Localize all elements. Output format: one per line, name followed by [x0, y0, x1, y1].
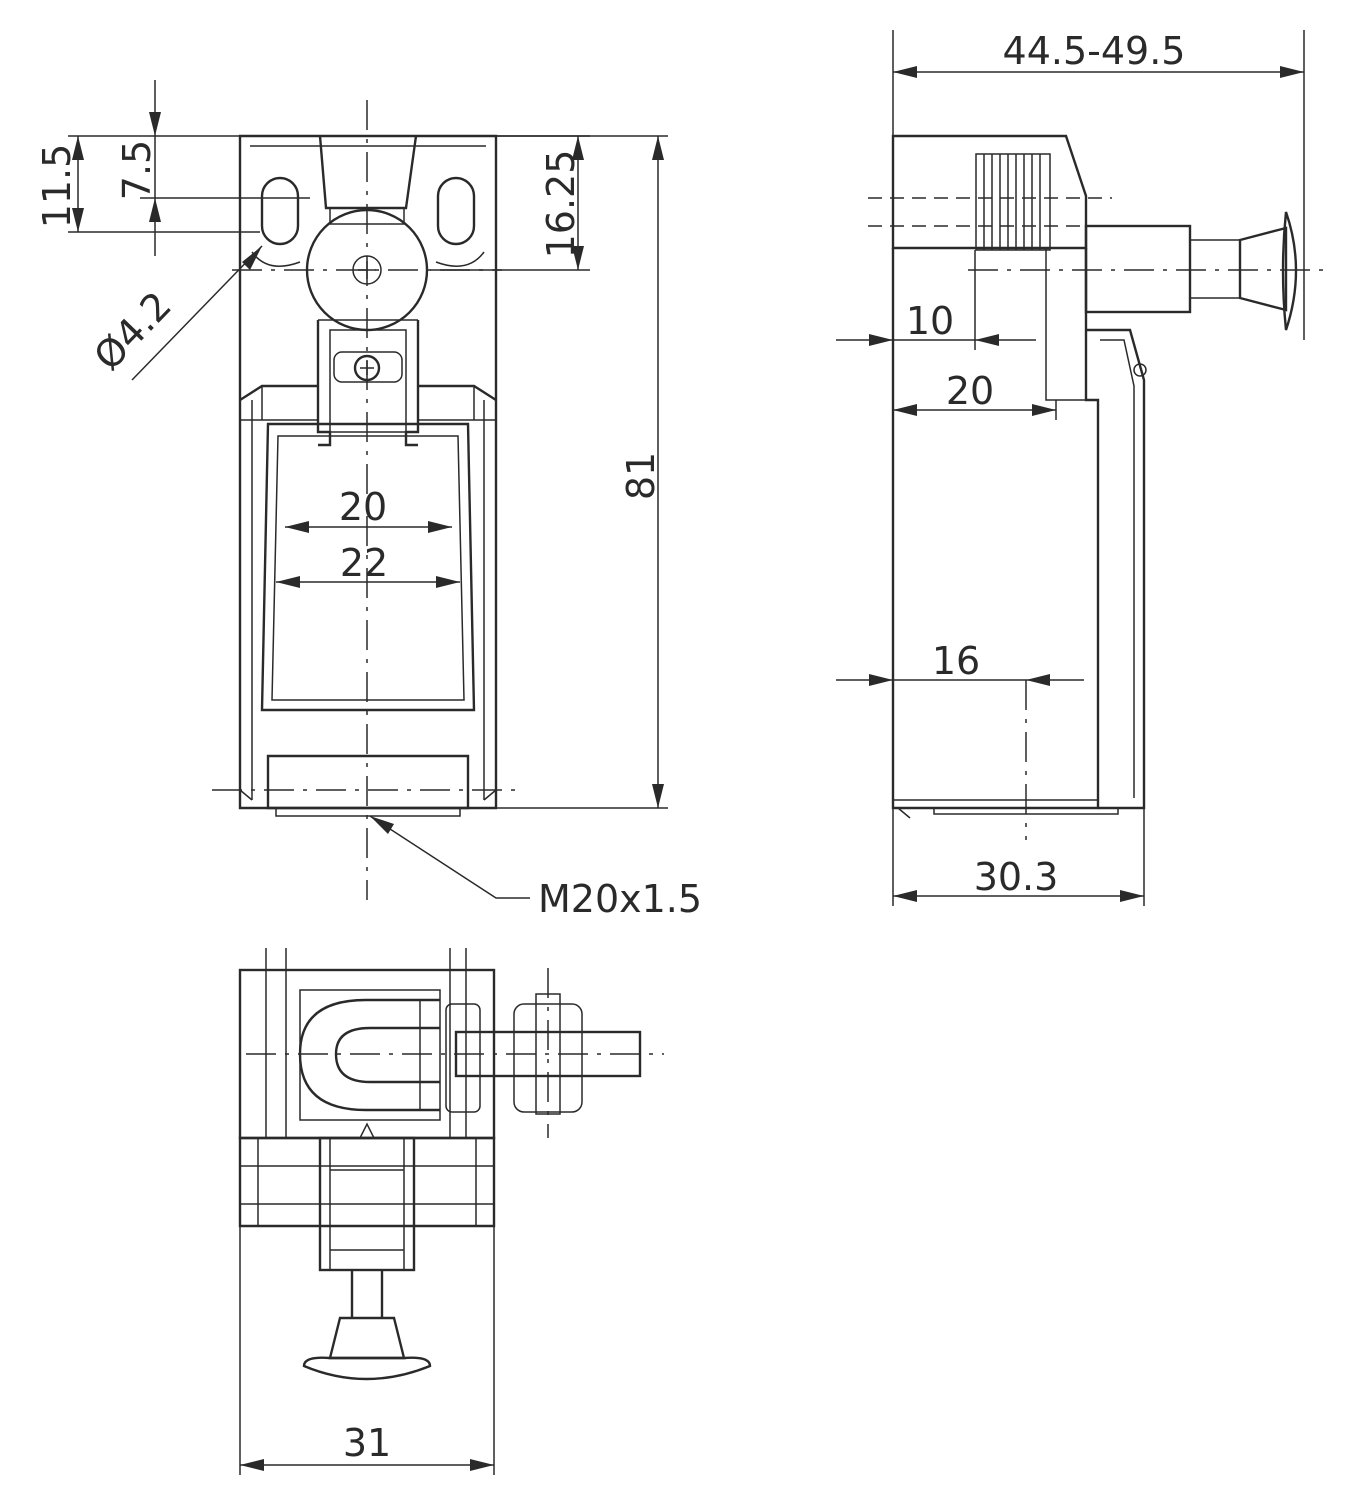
dim-81: 81: [619, 452, 663, 500]
front-view: 11.5 7.5 16.25 Ø4.2 81 20 22 M20x1.5: [35, 80, 702, 921]
dim-44-5-49-5: 44.5-49.5: [1003, 29, 1186, 73]
dim-4-2: Ø4.2: [85, 283, 179, 379]
dim-30-3: 30.3: [974, 855, 1059, 899]
dim-7-5: 7.5: [115, 140, 159, 200]
dim-m20: M20x1.5: [538, 877, 702, 921]
dim-16-25: 16.25: [539, 150, 583, 259]
side-view: 44.5-49.5 10 20 16 30.3: [836, 29, 1330, 906]
bottom-view: 31: [238, 948, 664, 1475]
dim-31: 31: [343, 1421, 391, 1465]
dim-11-5: 11.5: [35, 144, 79, 229]
dim-20-side: 20: [946, 369, 994, 413]
dim-20-front: 20: [339, 485, 387, 529]
dim-22: 22: [340, 541, 388, 585]
dim-16: 16: [932, 639, 980, 683]
dim-10: 10: [906, 299, 954, 343]
